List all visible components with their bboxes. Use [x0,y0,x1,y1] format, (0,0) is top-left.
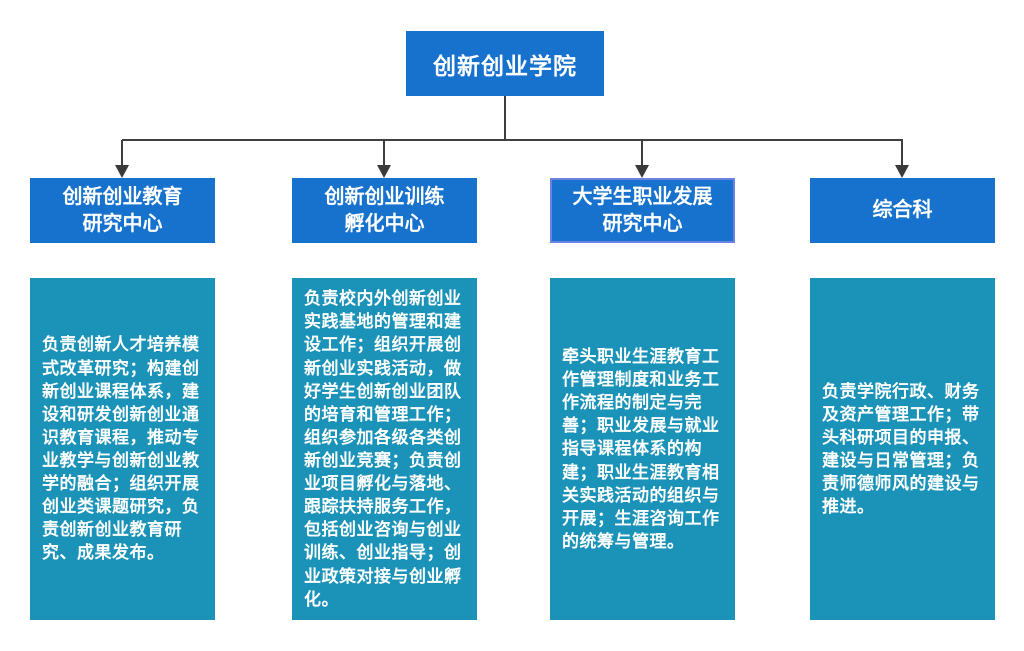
desc-training-incubation-center[interactable]: 负责校内外创新创业实践基地的管理和建设工作；组织开展创新创业实践活动，做好学生创… [292,278,477,620]
node-root[interactable]: 创新创业学院 [406,31,604,96]
desc-career-development-center[interactable]: 牵头职业生涯教育工作管理制度和业务工作流程的制定与完善；职业发展与就业指导课程体… [550,278,735,620]
connector-drop-line-2 [383,140,385,168]
connector-trunk-line [504,96,506,140]
connector-drop-line-3 [641,140,643,168]
arrow-down-icon [635,165,649,178]
connector-drop-line-4 [901,140,903,168]
desc-education-research-center[interactable]: 负责创新人才培养模式改革研究；构建创新创业课程体系，建设和研发创新创业通识教育课… [30,278,215,620]
node-general-office[interactable]: 综合科 [810,178,995,243]
arrow-down-icon [895,165,909,178]
connector-drop-line-1 [121,140,123,168]
desc-general-office-text: 负责学院行政、财务及资产管理工作；带头科研项目的申报、建设与日常管理；负责师德师… [822,381,980,517]
node-education-research-center[interactable]: 创新创业教育 研究中心 [30,178,215,243]
desc-career-development-center-text: 牵头职业生涯教育工作管理制度和业务工作流程的制定与完善；职业发展与就业指导课程体… [562,347,720,551]
connector-crossbar-line [122,139,903,141]
desc-general-office[interactable]: 负责学院行政、财务及资产管理工作；带头科研项目的申报、建设与日常管理；负责师德师… [810,278,995,620]
node-training-incubation-center[interactable]: 创新创业训练 孵化中心 [292,178,477,243]
node-career-development-center[interactable]: 大学生职业发展 研究中心 [550,178,735,243]
desc-education-research-center-text: 负责创新人才培养模式改革研究；构建创新创业课程体系，建设和研发创新创业通识教育课… [42,335,200,563]
arrow-down-icon [377,165,391,178]
desc-training-incubation-center-text: 负责校内外创新创业实践基地的管理和建设工作；组织开展创新创业实践活动，做好学生创… [304,289,462,609]
arrow-down-icon [115,165,129,178]
